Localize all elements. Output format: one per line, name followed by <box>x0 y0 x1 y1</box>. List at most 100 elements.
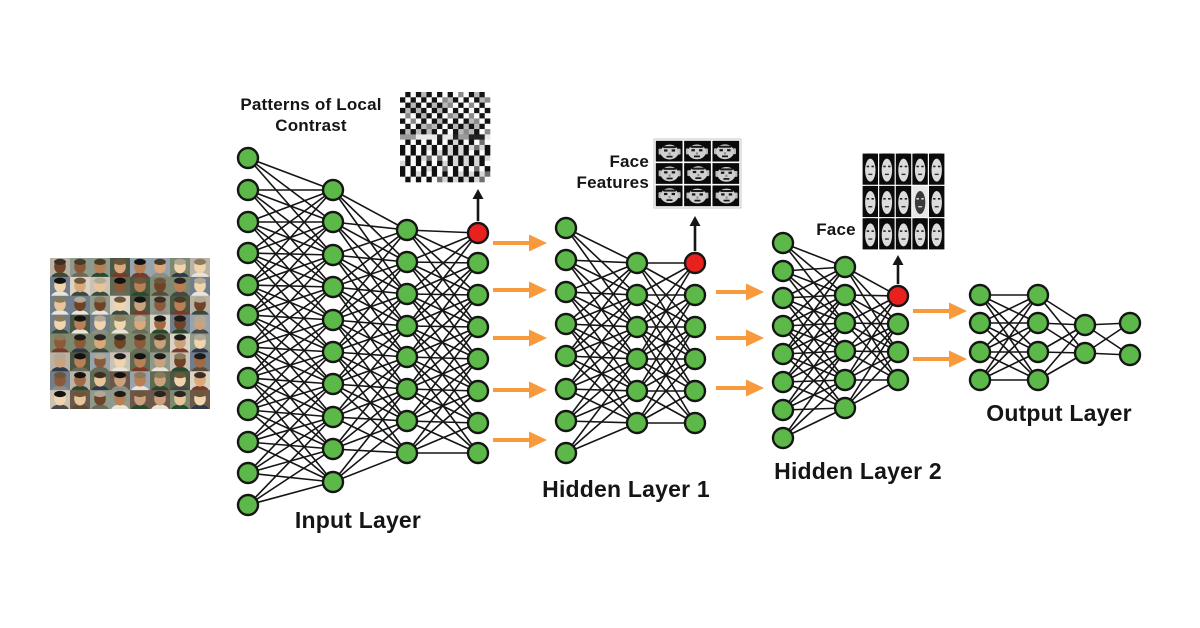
edge-line <box>844 295 899 381</box>
flow-arrow-head <box>746 283 764 301</box>
edge-line <box>247 254 334 348</box>
neuron-node <box>554 312 578 336</box>
edge-line <box>565 262 638 325</box>
edge-line <box>636 294 696 392</box>
neuron-node <box>554 280 578 304</box>
face-image <box>862 153 945 250</box>
neuron-node <box>1073 341 1097 365</box>
neuron-node <box>968 340 992 364</box>
neuron-node <box>771 286 795 310</box>
edge-line <box>247 319 334 379</box>
neuron-node <box>466 347 490 371</box>
neuron-node <box>771 370 795 394</box>
neuron-node <box>1026 311 1050 335</box>
edge-line <box>406 262 479 327</box>
edge-line <box>247 254 334 316</box>
neuron-node <box>833 396 857 420</box>
neuron-node <box>886 312 910 336</box>
edge-line <box>247 221 334 321</box>
input-layer-label: Input Layer <box>294 507 422 533</box>
neuron-node <box>771 342 795 366</box>
neuron-node <box>466 315 490 339</box>
up-arrow-head <box>892 255 904 265</box>
edge-line <box>1037 324 1086 381</box>
neuron-node <box>683 283 707 307</box>
neuron-node <box>395 409 419 433</box>
edge-line <box>565 259 638 264</box>
neuron-node <box>236 366 260 390</box>
neuron-node <box>1026 340 1050 364</box>
neuron-node <box>236 461 260 485</box>
neuron-node <box>236 398 260 422</box>
patterns-label-line1: Patterns of Local <box>240 95 382 114</box>
neuron-node <box>554 441 578 465</box>
highlight-neuron-node <box>886 284 910 308</box>
neuron-node <box>833 283 857 307</box>
edge-line <box>565 294 638 357</box>
edge-line <box>782 379 846 439</box>
edge-line <box>247 284 334 353</box>
edge-line <box>247 189 334 254</box>
edge-line <box>782 266 846 299</box>
edge-line <box>332 189 408 231</box>
neuron-node <box>236 493 260 517</box>
edge-line <box>782 322 846 383</box>
neuron-node <box>236 178 260 202</box>
flow-arrow-head <box>949 302 967 320</box>
edge-line <box>247 189 334 286</box>
edge-line <box>332 325 408 385</box>
edge-line <box>636 326 696 424</box>
neuron-node <box>321 372 345 396</box>
neuron-node <box>771 231 795 255</box>
edge-line <box>406 422 479 454</box>
neuron-node <box>833 368 857 392</box>
edge-line <box>332 293 408 385</box>
edge-line <box>636 358 696 424</box>
edge-line <box>565 358 638 454</box>
edge-line <box>406 326 479 390</box>
neuron-node <box>1118 311 1142 335</box>
edge-line <box>247 286 334 348</box>
edge-line <box>406 229 479 264</box>
neuron-node <box>1118 343 1142 367</box>
neuron-node <box>321 437 345 461</box>
neuron-node <box>395 377 419 401</box>
edge-line <box>406 262 479 358</box>
neuron-node <box>1026 368 1050 392</box>
neuron-node <box>771 426 795 450</box>
edge-line <box>247 383 334 443</box>
flow-arrow-head <box>949 350 967 368</box>
neuron-node <box>466 379 490 403</box>
edge-line <box>844 351 899 409</box>
neuron-node <box>683 379 707 403</box>
patterns-texture-image <box>400 92 491 183</box>
neuron-node <box>321 243 345 267</box>
edge-line <box>247 448 334 506</box>
neuron-node <box>236 303 260 327</box>
neuron-node <box>625 379 649 403</box>
edge-line <box>332 356 408 418</box>
neuron-node <box>554 409 578 433</box>
neuron-node <box>321 308 345 332</box>
neuron-node <box>236 146 260 170</box>
edge-line <box>332 261 408 321</box>
flow-arrow-head <box>529 329 547 347</box>
edge-line <box>332 388 408 483</box>
neuron-node <box>466 251 490 275</box>
edge-line <box>782 350 846 411</box>
edge-line <box>636 262 696 360</box>
neuron-node <box>625 315 649 339</box>
neuron-node <box>236 335 260 359</box>
edge-line <box>332 229 408 321</box>
edge-line <box>332 261 408 353</box>
edge-line <box>332 356 408 450</box>
edge-line <box>565 326 638 390</box>
edge-line <box>332 452 408 483</box>
hidden-layer-1-label: Hidden Layer 1 <box>542 476 710 502</box>
edge-line <box>565 262 638 293</box>
edge-line <box>565 422 638 454</box>
edge-line <box>406 294 479 390</box>
neuron-node <box>554 344 578 368</box>
neuron-node <box>466 441 490 465</box>
neuron-node <box>395 218 419 242</box>
